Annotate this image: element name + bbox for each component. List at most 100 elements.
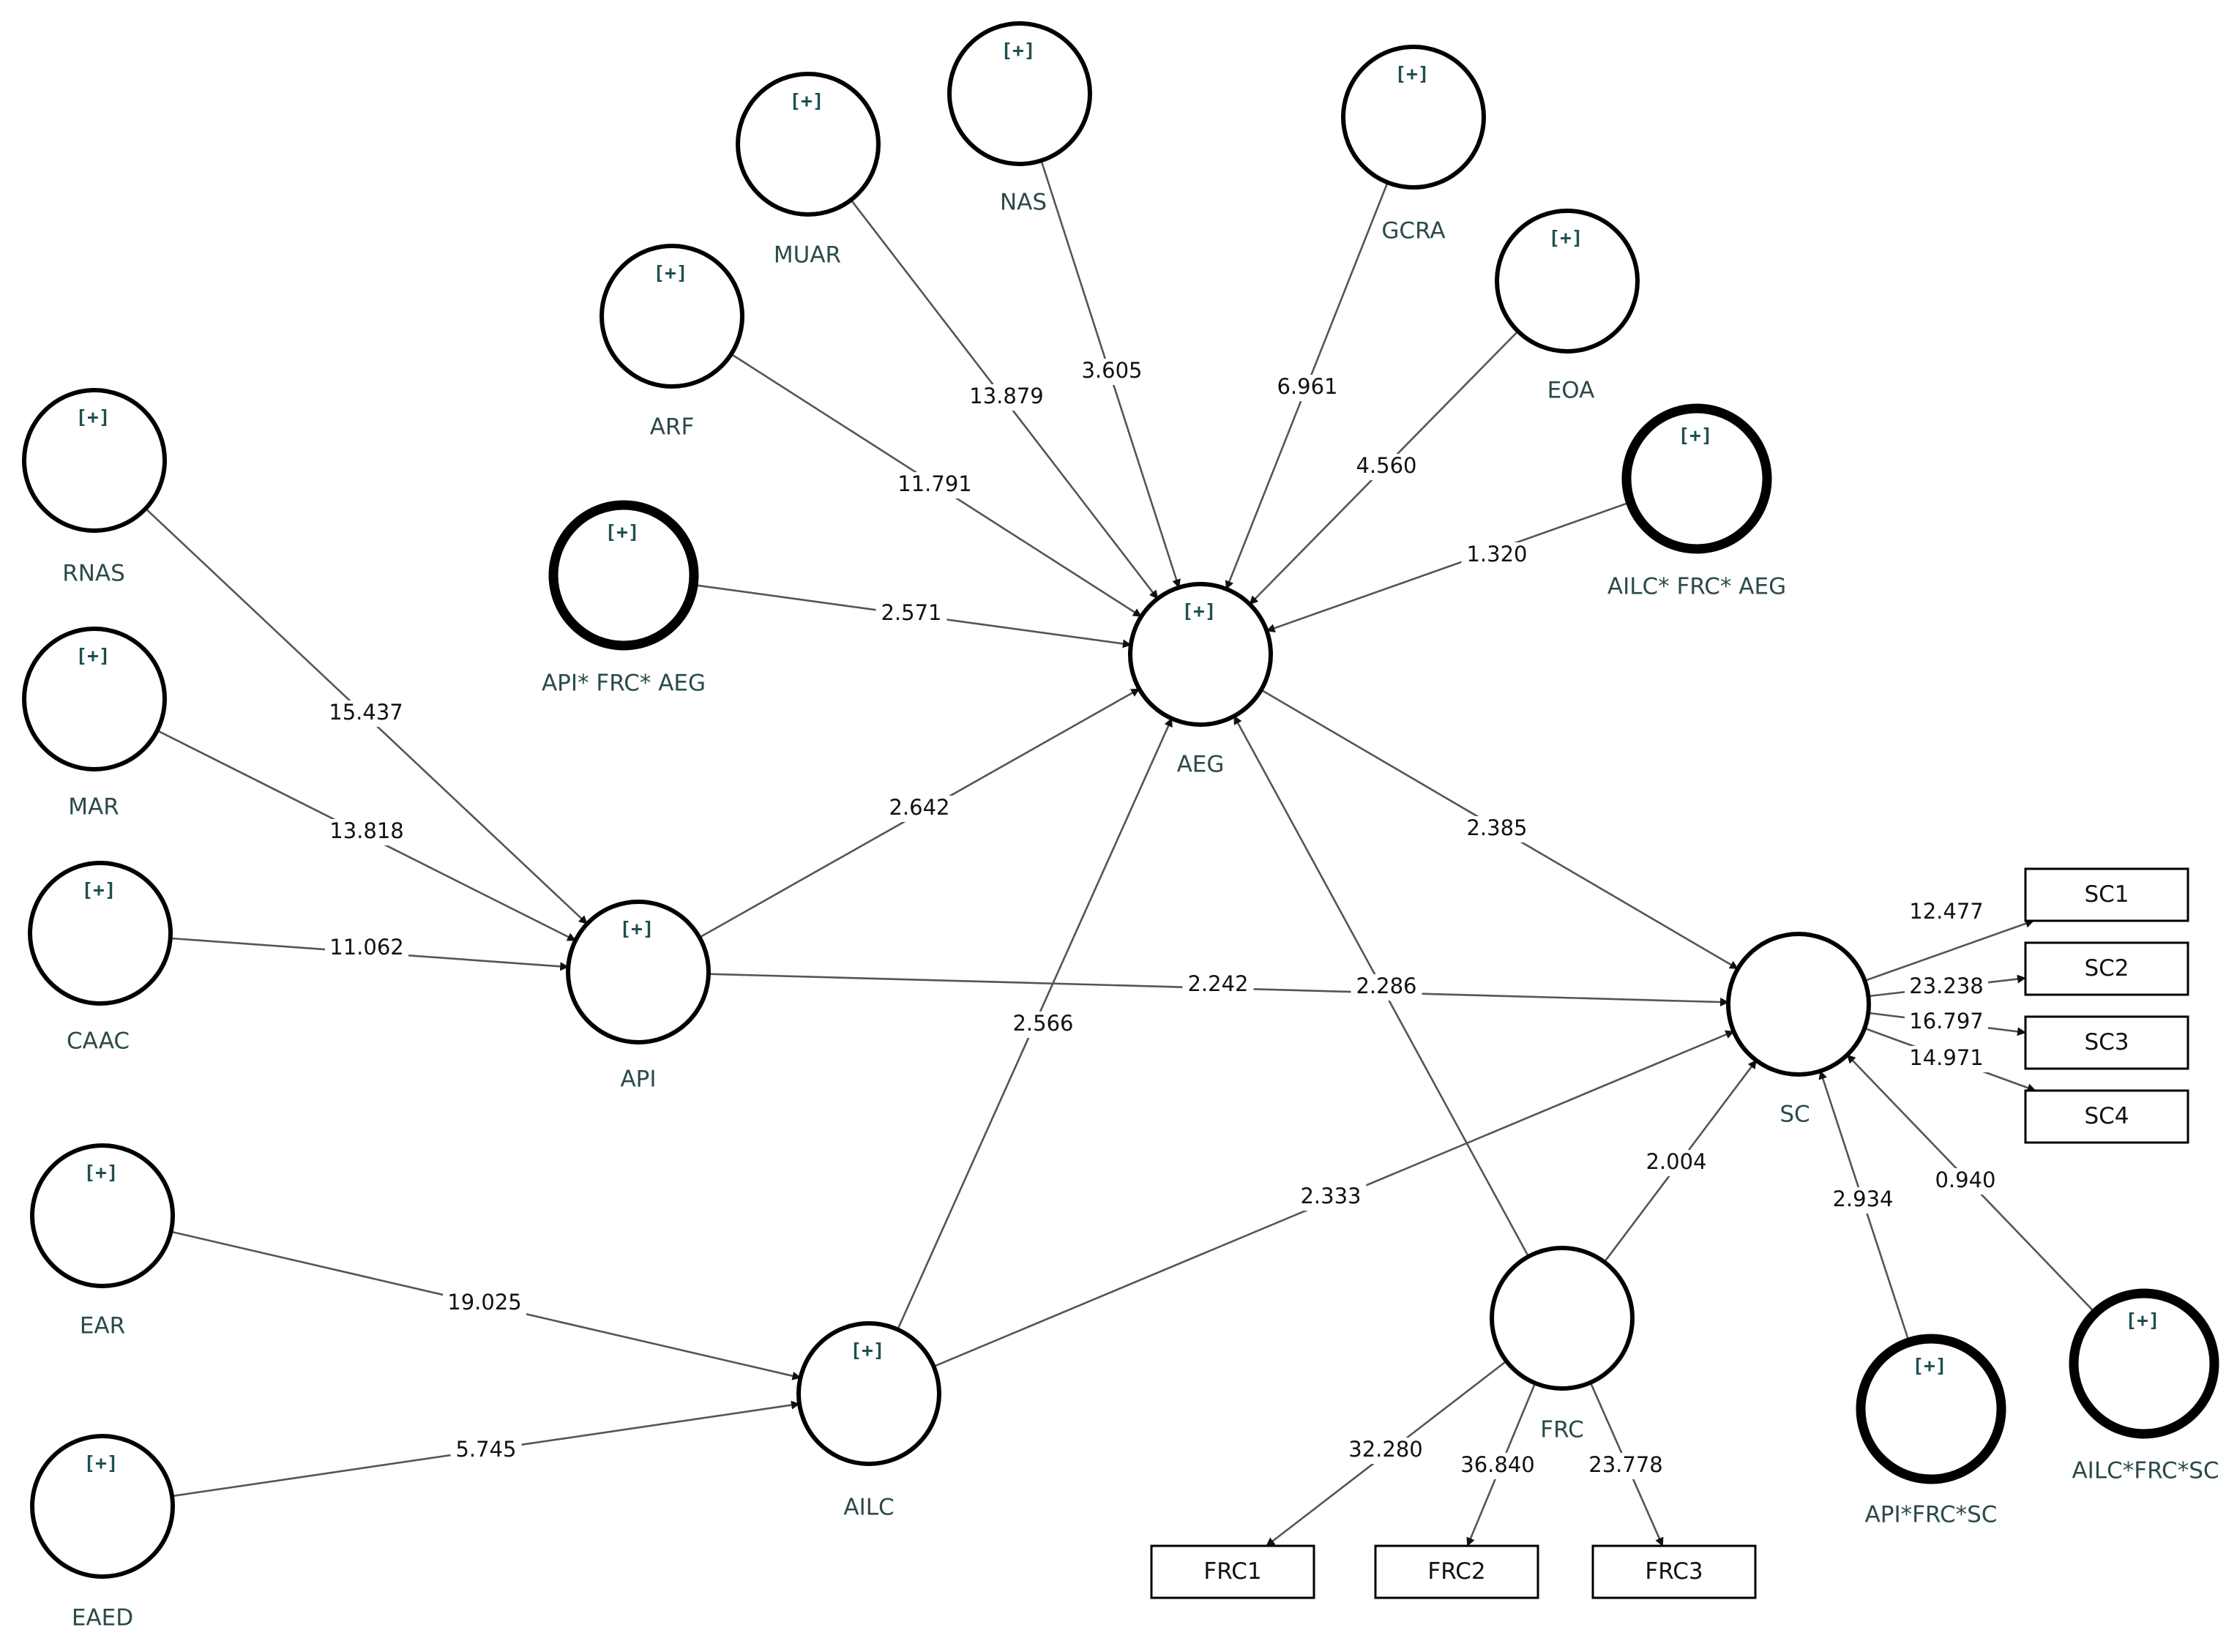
construct-api-frc-sc[interactable]: [+]API*FRC*SC	[1856, 1334, 2006, 1528]
construct-sc[interactable]: SC	[1726, 932, 1871, 1128]
path-label-bg	[1351, 454, 1422, 480]
path-label-bg	[325, 935, 408, 962]
construct-circle[interactable]	[1128, 582, 1273, 727]
construct-circle[interactable]	[796, 1321, 941, 1466]
indicator-box[interactable]	[2024, 1015, 2189, 1070]
indicator-sc4[interactable]: SC4	[2024, 1089, 2189, 1144]
construct-circle[interactable]	[566, 900, 711, 1044]
construct-circle[interactable]	[736, 72, 881, 217]
path-coefficient-ailc-to-aeg: 2.566	[1012, 1011, 1073, 1036]
indicator-frc1[interactable]: FRC1	[1150, 1544, 1315, 1599]
indicator-box[interactable]	[2024, 941, 2189, 996]
indicator-frc2[interactable]: FRC2	[1374, 1544, 1539, 1599]
construct-frc[interactable]: FRC	[1490, 1246, 1635, 1443]
construct-circle[interactable]	[600, 244, 744, 389]
expand-icon[interactable]: [+]	[851, 1340, 885, 1362]
construct-ear[interactable]: [+]EAR	[30, 1143, 175, 1339]
construct-api-frc-aeg[interactable]: [+]API* FRC* AEG	[542, 500, 706, 697]
construct-circle[interactable]	[1490, 1246, 1635, 1391]
path-label-bg	[1351, 974, 1422, 1001]
indicator-box[interactable]	[1150, 1544, 1315, 1599]
expand-icon[interactable]: [+]	[82, 880, 116, 902]
construct-ailc-frc-aeg[interactable]: [+]AILC* FRC* AEG	[1607, 403, 1786, 600]
expand-icon[interactable]: [+]	[2126, 1310, 2160, 1332]
path-coefficient-sc-to-sc3: 16.797	[1909, 1009, 1983, 1034]
construct-circle[interactable]	[947, 21, 1092, 166]
construct-ailc-frc-sc[interactable]: [+]AILC*FRC*SC	[2069, 1288, 2219, 1484]
expand-icon[interactable]: [+]	[790, 91, 824, 113]
construct-circle[interactable]	[1621, 403, 1772, 554]
indicator-sc3[interactable]: SC3	[2024, 1015, 2189, 1070]
construct-circle[interactable]	[548, 500, 699, 651]
path-label-bg	[1344, 1438, 1427, 1464]
construct-aeg[interactable]: [+] AEG	[1128, 582, 1273, 778]
construct-circle[interactable]	[28, 861, 173, 1006]
indicator-box[interactable]	[2024, 1089, 2189, 1144]
construct-caac[interactable]: [+]CAAC	[28, 861, 173, 1055]
construct-circle[interactable]	[1495, 209, 1640, 354]
path-coefficient-ailc-frc-sc-to-sc: 0.940	[1935, 1167, 1995, 1192]
expand-icon[interactable]: [+]	[76, 646, 111, 668]
construct-label: AILC	[843, 1495, 894, 1521]
expand-icon[interactable]: [+]	[605, 522, 640, 544]
expand-icon[interactable]: [+]	[84, 1453, 119, 1475]
path-coefficient-frc-to-frc3: 23.778	[1588, 1452, 1662, 1477]
indicator-label: FRC2	[1427, 1558, 1485, 1585]
expand-icon[interactable]: [+]	[1913, 1356, 1947, 1378]
expand-icon[interactable]: [+]	[84, 1162, 119, 1184]
path-coefficient-ailc-frc-aeg-to-aeg: 1.320	[1466, 542, 1527, 567]
construct-mar[interactable]: [+]MAR	[22, 627, 167, 821]
expand-icon[interactable]: [+]	[620, 919, 654, 941]
construct-circle[interactable]	[22, 627, 167, 771]
construct-rnas[interactable]: [+]RNAS	[22, 388, 167, 587]
path-label-bg	[324, 700, 408, 727]
indicator-sc2[interactable]: SC2	[2024, 941, 2189, 996]
path-coefficient-api-frc-aeg-to-aeg: 2.571	[881, 600, 941, 625]
expand-icon[interactable]: [+]	[76, 407, 111, 429]
indicator-box[interactable]	[1591, 1544, 1757, 1599]
expand-icon[interactable]: [+]	[654, 263, 688, 285]
construct-circle[interactable]	[1856, 1334, 2006, 1484]
indicator-sc1[interactable]: SC1	[2024, 867, 2189, 922]
construct-muar[interactable]: [+]MUAR	[736, 72, 881, 269]
path-coefficient-gcra-to-aeg: 6.961	[1277, 374, 1337, 399]
construct-gcra[interactable]: [+]GCRA	[1341, 45, 1486, 244]
path-coefficient-mar-to-api: 13.818	[329, 818, 403, 843]
path-label-bg	[1076, 359, 1148, 385]
path-label-bg	[1584, 1453, 1668, 1479]
construct-nas[interactable]: [+]NAS	[947, 21, 1092, 216]
construct-circle[interactable]	[30, 1434, 175, 1579]
indicator-frc3[interactable]: FRC3	[1591, 1544, 1757, 1599]
expand-icon[interactable]: [+]	[1182, 601, 1217, 623]
construct-circle[interactable]	[22, 388, 167, 533]
path-coefficient-rnas-to-api: 15.437	[329, 700, 403, 725]
construct-label: SC	[1779, 1102, 1810, 1128]
construct-api[interactable]: [+]API	[566, 900, 711, 1093]
path-label-bg	[1271, 375, 1343, 401]
construct-eoa[interactable]: [+]EOA	[1495, 209, 1640, 404]
expand-icon[interactable]: [+]	[1395, 64, 1430, 86]
expand-icon[interactable]: [+]	[1549, 228, 1583, 250]
path-coefficient-ear-to-ailc: 19.025	[447, 1290, 521, 1315]
construct-circle[interactable]	[1341, 45, 1486, 190]
path-label-bg	[1295, 1184, 1367, 1211]
construct-ailc[interactable]: [+] AILC	[796, 1321, 941, 1521]
path-coefficient-sc-to-sc4: 14.971	[1909, 1045, 1983, 1070]
construct-circle[interactable]	[30, 1143, 175, 1288]
construct-circle[interactable]	[1726, 932, 1871, 1077]
construct-circle[interactable]	[2069, 1288, 2219, 1439]
indicator-label: FRC1	[1203, 1558, 1261, 1585]
expand-icon[interactable]: [+]	[1678, 425, 1713, 447]
path-coefficient-arf-to-aeg: 11.791	[897, 471, 971, 496]
path-label-bg	[1182, 972, 1254, 998]
construct-label: AEG	[1177, 752, 1225, 778]
path-coefficient-aeg-to-sc: 2.385	[1466, 815, 1527, 840]
path-label-bg	[1905, 1009, 1988, 1036]
indicator-box[interactable]	[1374, 1544, 1539, 1599]
construct-eaed[interactable]: [+]EAED	[30, 1434, 175, 1632]
expand-icon[interactable]: [+]	[1001, 40, 1036, 62]
construct-arf[interactable]: [+]ARF	[600, 244, 744, 441]
path-coefficient-frc-to-sc: 2.004	[1646, 1149, 1706, 1174]
indicator-box[interactable]	[2024, 867, 2189, 922]
path-label-bg	[1827, 1187, 1899, 1214]
